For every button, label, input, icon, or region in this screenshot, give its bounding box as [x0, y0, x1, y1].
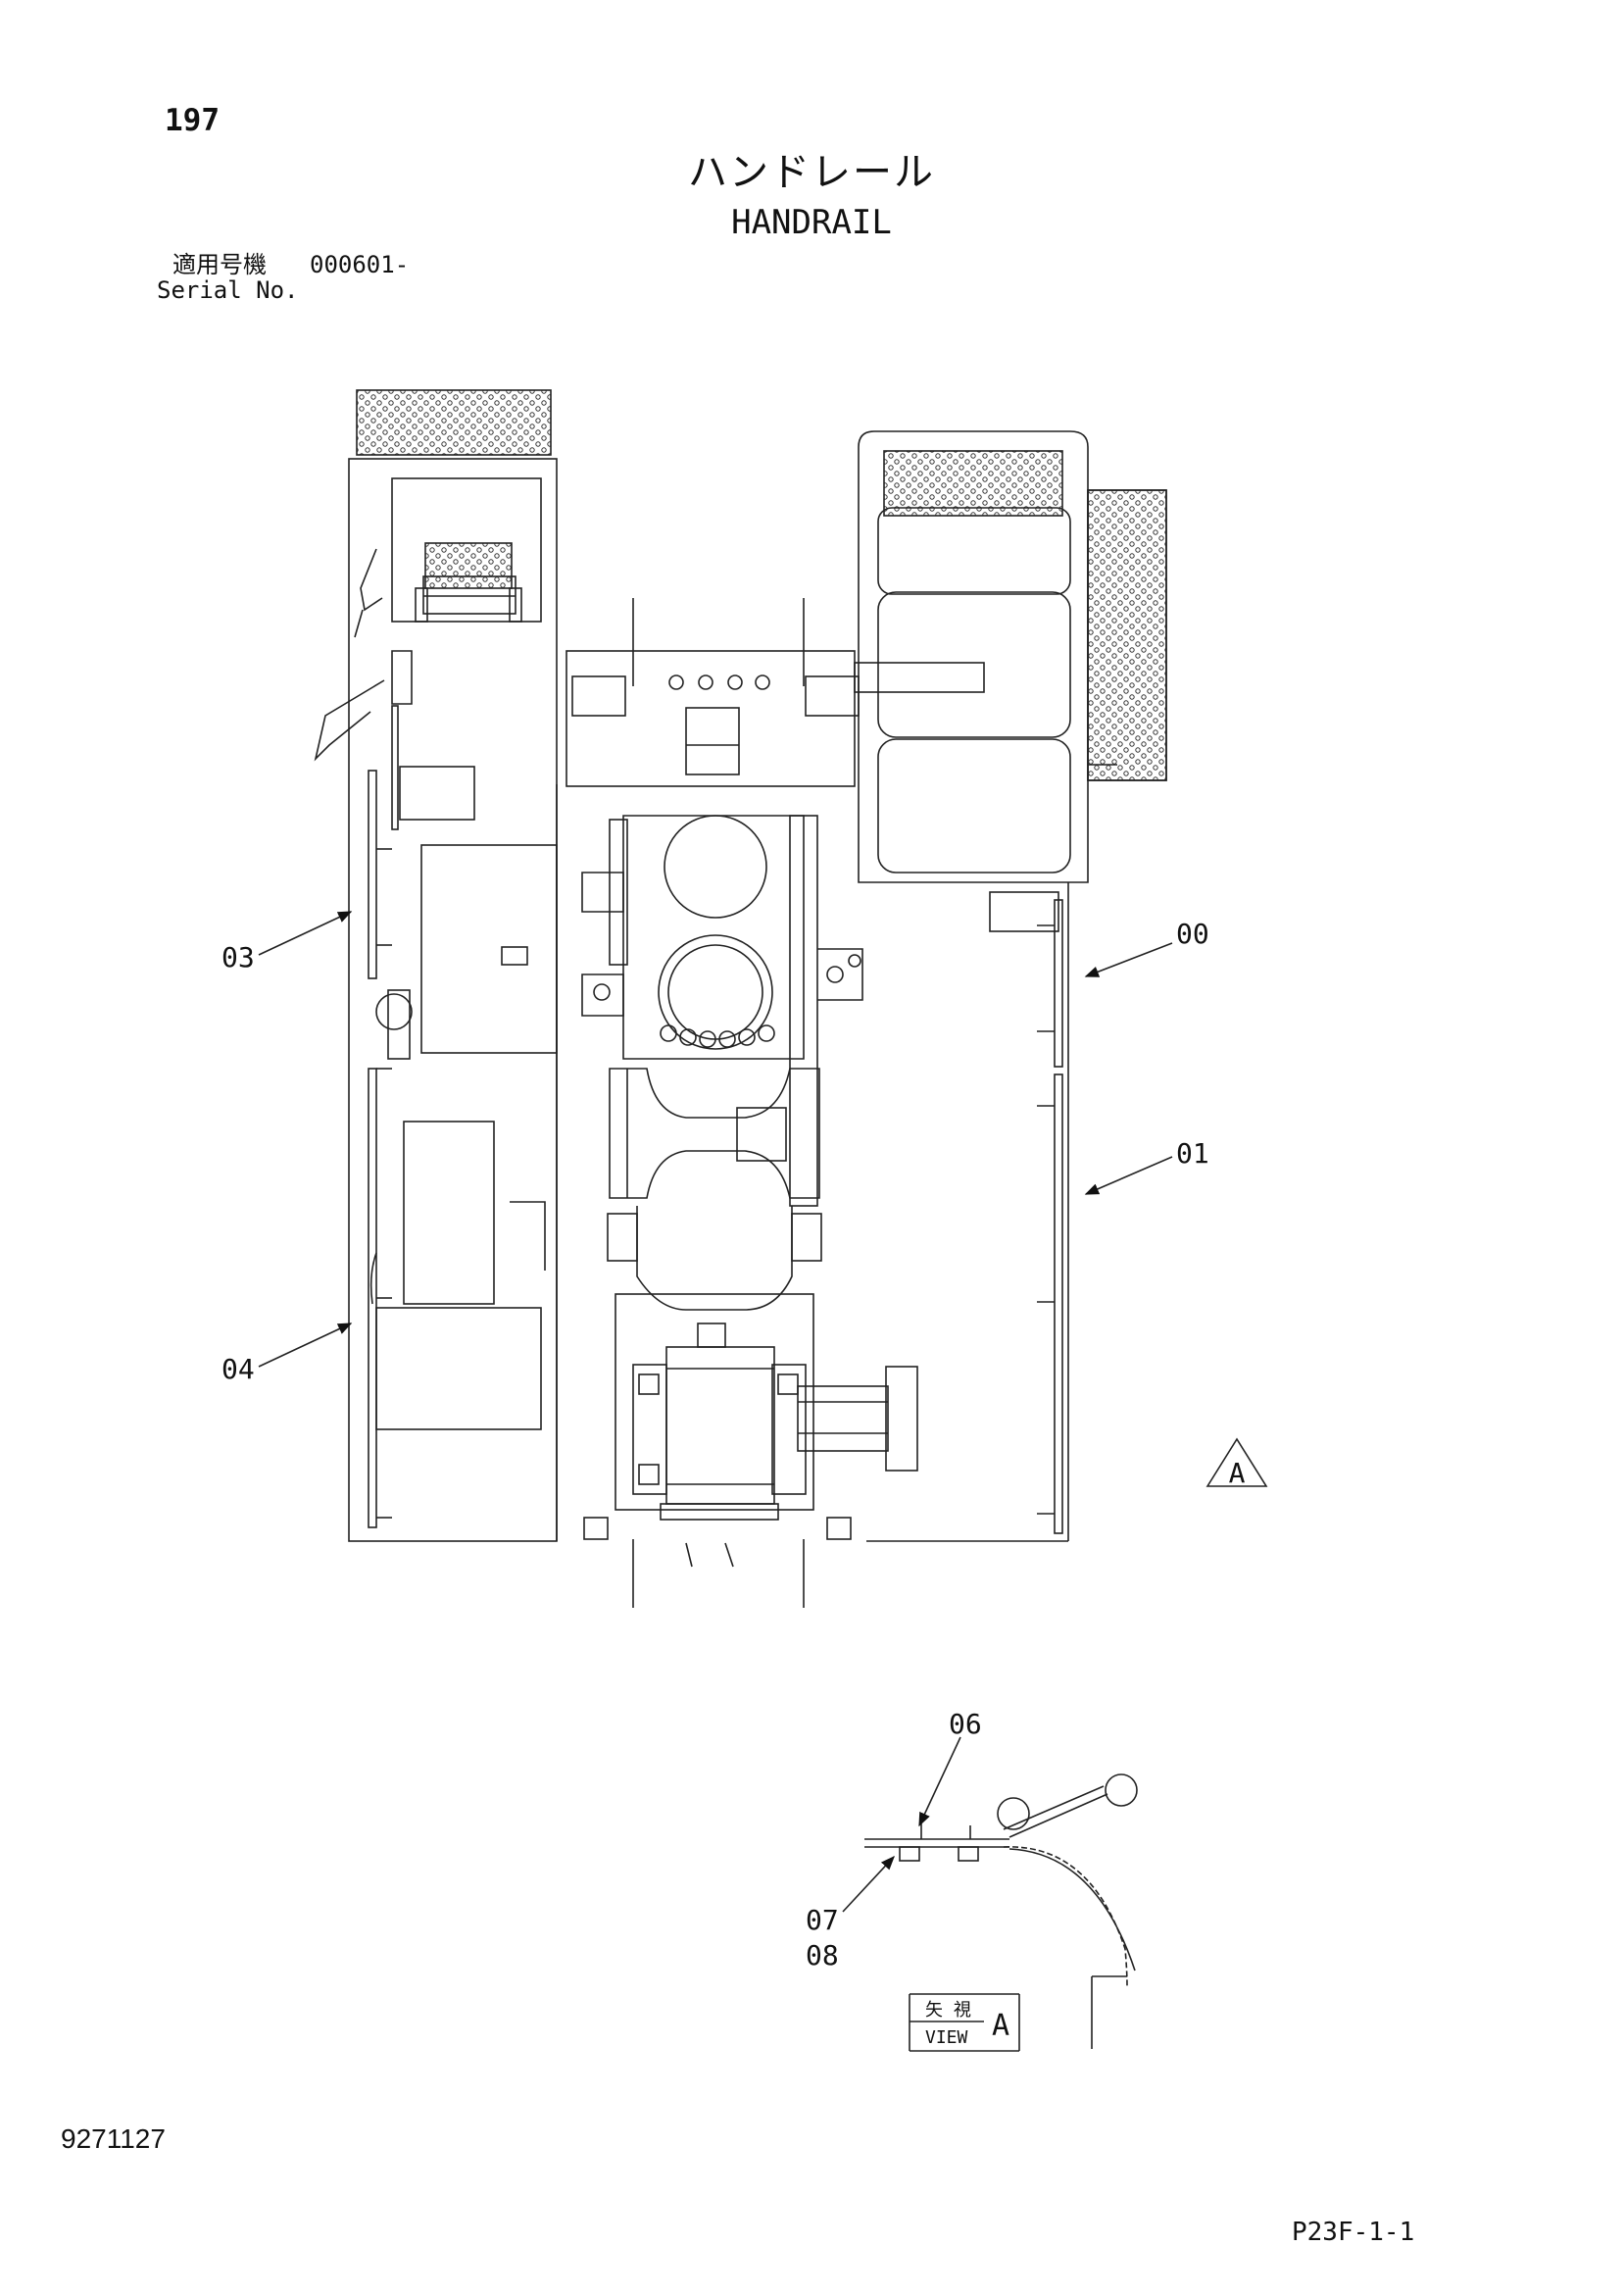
view-box-en: VIEW	[925, 2027, 968, 2048]
center-swing-frame	[609, 1068, 820, 1199]
callout-04: 04	[221, 1353, 255, 1385]
callout-01: 01	[1176, 1137, 1209, 1170]
right-panel	[989, 891, 1059, 932]
center-lower-frame	[636, 1206, 793, 1311]
callout-07: 07	[806, 1904, 839, 1936]
left-upper-box	[391, 477, 542, 623]
page-number: 197	[165, 103, 220, 138]
page-code: P23F-1-1	[1292, 2218, 1415, 2247]
view-a-marker	[1205, 1437, 1268, 1487]
callout-06: 06	[949, 1708, 982, 1740]
left-top-walkway-plate	[356, 389, 552, 456]
view-a-deck-arc	[1003, 1846, 1128, 1987]
serial-label-english: Serial No.	[157, 276, 299, 304]
right-step-plate	[1087, 489, 1167, 781]
leader-04	[258, 1323, 353, 1368]
leader-00	[1084, 942, 1173, 977]
view-a-marker-letter: A	[1229, 1457, 1246, 1489]
left-lower-box-1	[403, 1121, 495, 1305]
view-box-jp: 矢 視	[925, 2000, 971, 2021]
callout-00: 00	[1176, 918, 1209, 950]
view-a-detail	[864, 1773, 1138, 2049]
left-lower-box-2	[375, 1307, 542, 1430]
handrail-00	[1054, 899, 1063, 1068]
left-main-panel	[420, 844, 558, 1054]
right-cab-housing	[858, 430, 1089, 883]
leader-07	[842, 1855, 895, 1913]
leader-01	[1084, 1156, 1173, 1195]
leader-03	[258, 911, 353, 956]
callout-03: 03	[221, 941, 255, 973]
bolt-row	[660, 1024, 775, 1048]
view-a-handrail-tube-1	[997, 1797, 1030, 1830]
center-winch-drum	[665, 1346, 775, 1505]
left-upper-dotted-plate	[424, 542, 513, 589]
left-step-bracket	[354, 548, 383, 638]
center-lower-plate	[615, 1293, 814, 1511]
swing-bearing-ring	[658, 934, 773, 1050]
view-a-handrail-tube-2	[1105, 1773, 1138, 1807]
title-english: HANDRAIL	[731, 203, 892, 242]
handrail-01	[1054, 1073, 1063, 1534]
serial-label-japanese: 適用号機	[172, 251, 267, 278]
view-box-letter: A	[992, 2009, 1009, 2043]
serial-number-value: 000601-	[310, 251, 410, 278]
turntable-housing	[622, 815, 805, 1060]
view-a-label-box	[909, 1993, 1020, 2052]
callout-08: 08	[806, 1939, 839, 1972]
left-fuel-cap	[375, 993, 413, 1030]
handrail-03	[368, 770, 377, 979]
title-japanese: ハンドレール	[688, 150, 935, 195]
leader-06	[918, 1736, 961, 1827]
turntable-upper-ring	[664, 815, 767, 919]
center-upper-frame	[566, 650, 856, 787]
document-number: 9271127	[61, 2123, 166, 2154]
right-upper-compartment	[877, 591, 1071, 738]
